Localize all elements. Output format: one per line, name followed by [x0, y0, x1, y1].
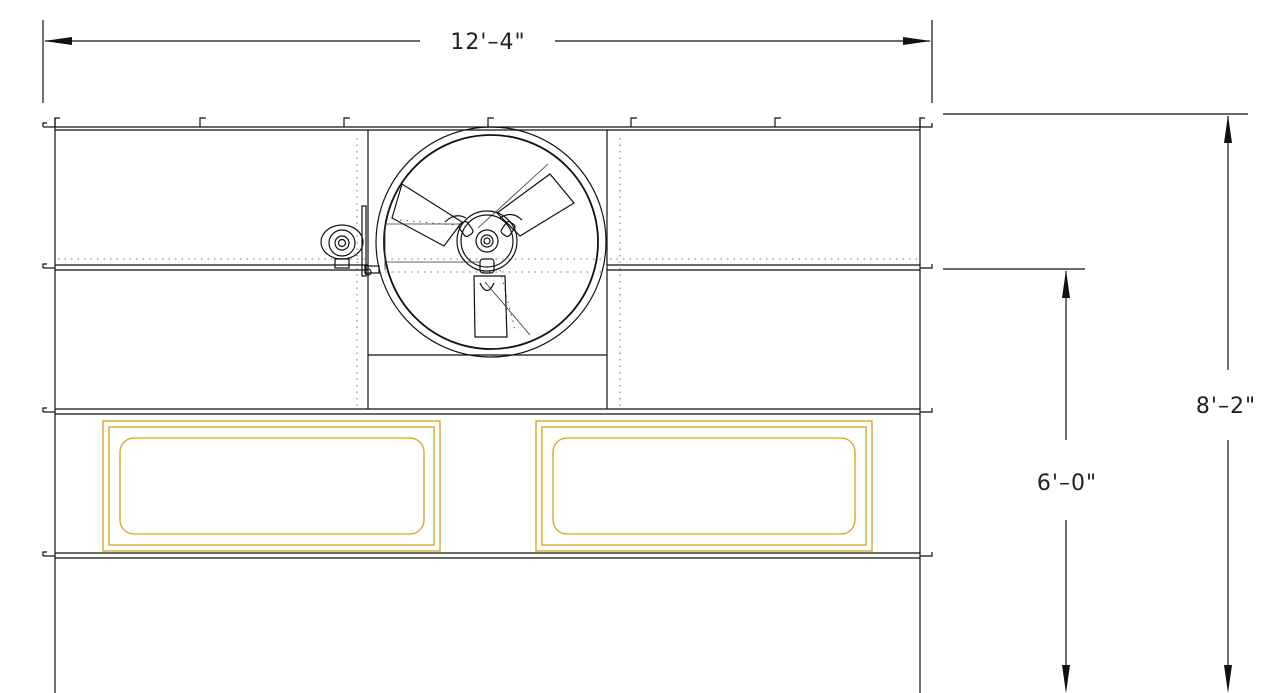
- fan-hub-outer: [456, 210, 518, 272]
- fan-blade-right: [496, 173, 575, 237]
- motor-mount-bracket: [361, 205, 367, 277]
- blade-pitch-line-2: [484, 281, 531, 336]
- blade-clamp-right: [500, 220, 516, 238]
- frame-clips: [42, 117, 933, 557]
- clip-top-right-outer: [920, 123, 933, 128]
- blade-root-right: [499, 213, 523, 221]
- motor-end-bell: [328, 229, 356, 257]
- blade-pitch-line-1: [477, 163, 549, 229]
- fan-hub-center: [480, 234, 494, 248]
- clip-lower-left: [42, 407, 47, 412]
- fan-hub-boss: [475, 229, 499, 253]
- access-panel-right-frame: [535, 420, 873, 552]
- overall-width-dimension: 12'–4": [42, 20, 933, 103]
- access-panel-left-opening: [119, 437, 425, 535]
- access-panel-right-opening: [552, 437, 856, 535]
- motor-base: [334, 258, 350, 269]
- clip-mid-left: [42, 263, 47, 268]
- clip-mid-right: [920, 264, 933, 269]
- blade-clamp-bottom: [479, 258, 495, 274]
- motor-bracket-bolt: [364, 268, 372, 276]
- overall-height-label: 8'–2": [1196, 394, 1256, 419]
- access-panel-left-frame: [102, 420, 441, 552]
- height-arrow-bottom: [1224, 665, 1232, 693]
- motor-shaft: [337, 238, 347, 248]
- lower-height-dimension: 6'–0": [943, 268, 1097, 693]
- blade-root-bottom: [479, 282, 495, 292]
- clip-top-3: [487, 117, 494, 127]
- fan-blade-left: [391, 183, 463, 247]
- fan-hub-ring: [460, 214, 514, 268]
- blade-root-left: [444, 215, 467, 223]
- lower-height-label: 6'–0": [1037, 471, 1097, 496]
- clip-lower-right: [920, 408, 933, 413]
- hidden-lines: [58, 138, 917, 408]
- clip-top-left: [54, 117, 60, 127]
- fan-shroud-outer: [375, 126, 607, 358]
- access-panel-left-frame-inner: [108, 426, 435, 546]
- fan-shroud-inner: [383, 134, 599, 350]
- access-panel-left: [102, 420, 441, 552]
- overall-width-label: 12'–4": [450, 30, 525, 55]
- clip-top-1: [199, 117, 206, 127]
- fan-motor: [320, 205, 380, 277]
- unit-body: [54, 118, 921, 693]
- clip-top-left-outer: [42, 122, 47, 127]
- lower-arrow-bottom: [1062, 665, 1070, 693]
- lower-arrow-top: [1062, 270, 1070, 298]
- motor-shaft-ring: [334, 235, 350, 251]
- fan-assembly: [375, 126, 607, 358]
- clip-top-5: [774, 117, 781, 127]
- clip-top-2: [343, 117, 350, 127]
- clip-top-4: [630, 117, 637, 127]
- access-panel-right: [535, 420, 873, 552]
- height-arrow-top: [1224, 115, 1232, 143]
- overall-height-dimension: 8'–2": [943, 113, 1256, 693]
- motor-bracket-foot: [364, 265, 380, 274]
- fan-blade-bottom: [473, 275, 508, 338]
- clip-base-right: [920, 552, 933, 557]
- access-panel-right-frame-inner: [541, 426, 867, 546]
- width-arrow-left: [44, 37, 72, 45]
- fan-hub-pin: [483, 237, 491, 245]
- width-arrow-right: [903, 37, 931, 45]
- blade-pitch-line-4: [499, 269, 516, 331]
- blade-pitch-line-3: [399, 219, 466, 227]
- clip-top-right: [919, 117, 925, 127]
- clip-base-left: [42, 551, 47, 556]
- blade-clamp-left: [458, 220, 474, 238]
